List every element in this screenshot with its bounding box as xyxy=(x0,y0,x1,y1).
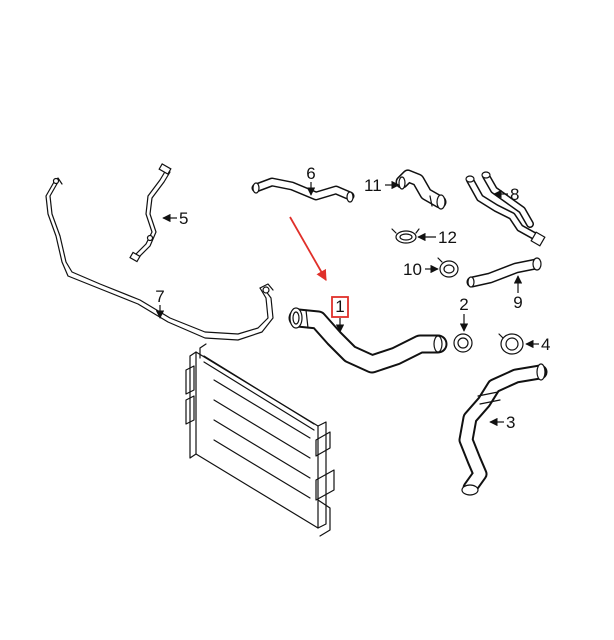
part-1-hose xyxy=(288,307,448,374)
callout-4-label: 4 xyxy=(541,335,550,354)
callout-2-label: 2 xyxy=(459,295,468,314)
callout-9: 9 xyxy=(513,275,523,312)
part-4-clamp xyxy=(498,333,524,355)
callout-3-label: 3 xyxy=(506,413,515,432)
callout-5: 5 xyxy=(162,209,188,228)
part-3-hose xyxy=(458,363,548,496)
callout-9-label: 9 xyxy=(513,293,522,312)
callout-10: 10 xyxy=(403,260,439,279)
part-12-clamp xyxy=(391,228,420,244)
part-11-hose xyxy=(395,169,447,210)
callout-8: 8 xyxy=(493,185,519,204)
callout-4: 4 xyxy=(525,335,550,354)
callout-1: 1 xyxy=(331,296,349,333)
part-9-hose xyxy=(466,257,542,288)
callout-8-label: 8 xyxy=(510,185,519,204)
callout-7: 7 xyxy=(155,287,165,319)
radiator xyxy=(185,343,335,537)
callout-2: 2 xyxy=(459,295,469,332)
part-2-clamp xyxy=(453,333,473,353)
part-10-clamp xyxy=(437,257,459,278)
callout-11-label: 11 xyxy=(364,176,382,195)
callout-5-label: 5 xyxy=(179,209,188,228)
callout-6: 6 xyxy=(306,164,316,196)
callout-7-label: 7 xyxy=(155,287,164,306)
callout-12: 12 xyxy=(417,228,457,247)
part-8-hose-assembly xyxy=(465,171,546,247)
callout-1-highlight-box xyxy=(331,296,349,318)
part-6-hose xyxy=(251,177,355,203)
part-7-pipe xyxy=(45,177,274,341)
callout-12-label: 12 xyxy=(438,228,457,247)
part-5-pipe xyxy=(129,163,172,263)
callout-11: 11 xyxy=(364,176,400,195)
callout-10-label: 10 xyxy=(403,260,422,279)
callout-1-label: 1 xyxy=(335,297,344,316)
highlight-arrow xyxy=(289,216,327,281)
callout-6-label: 6 xyxy=(306,164,315,183)
callout-3: 3 xyxy=(489,413,515,432)
